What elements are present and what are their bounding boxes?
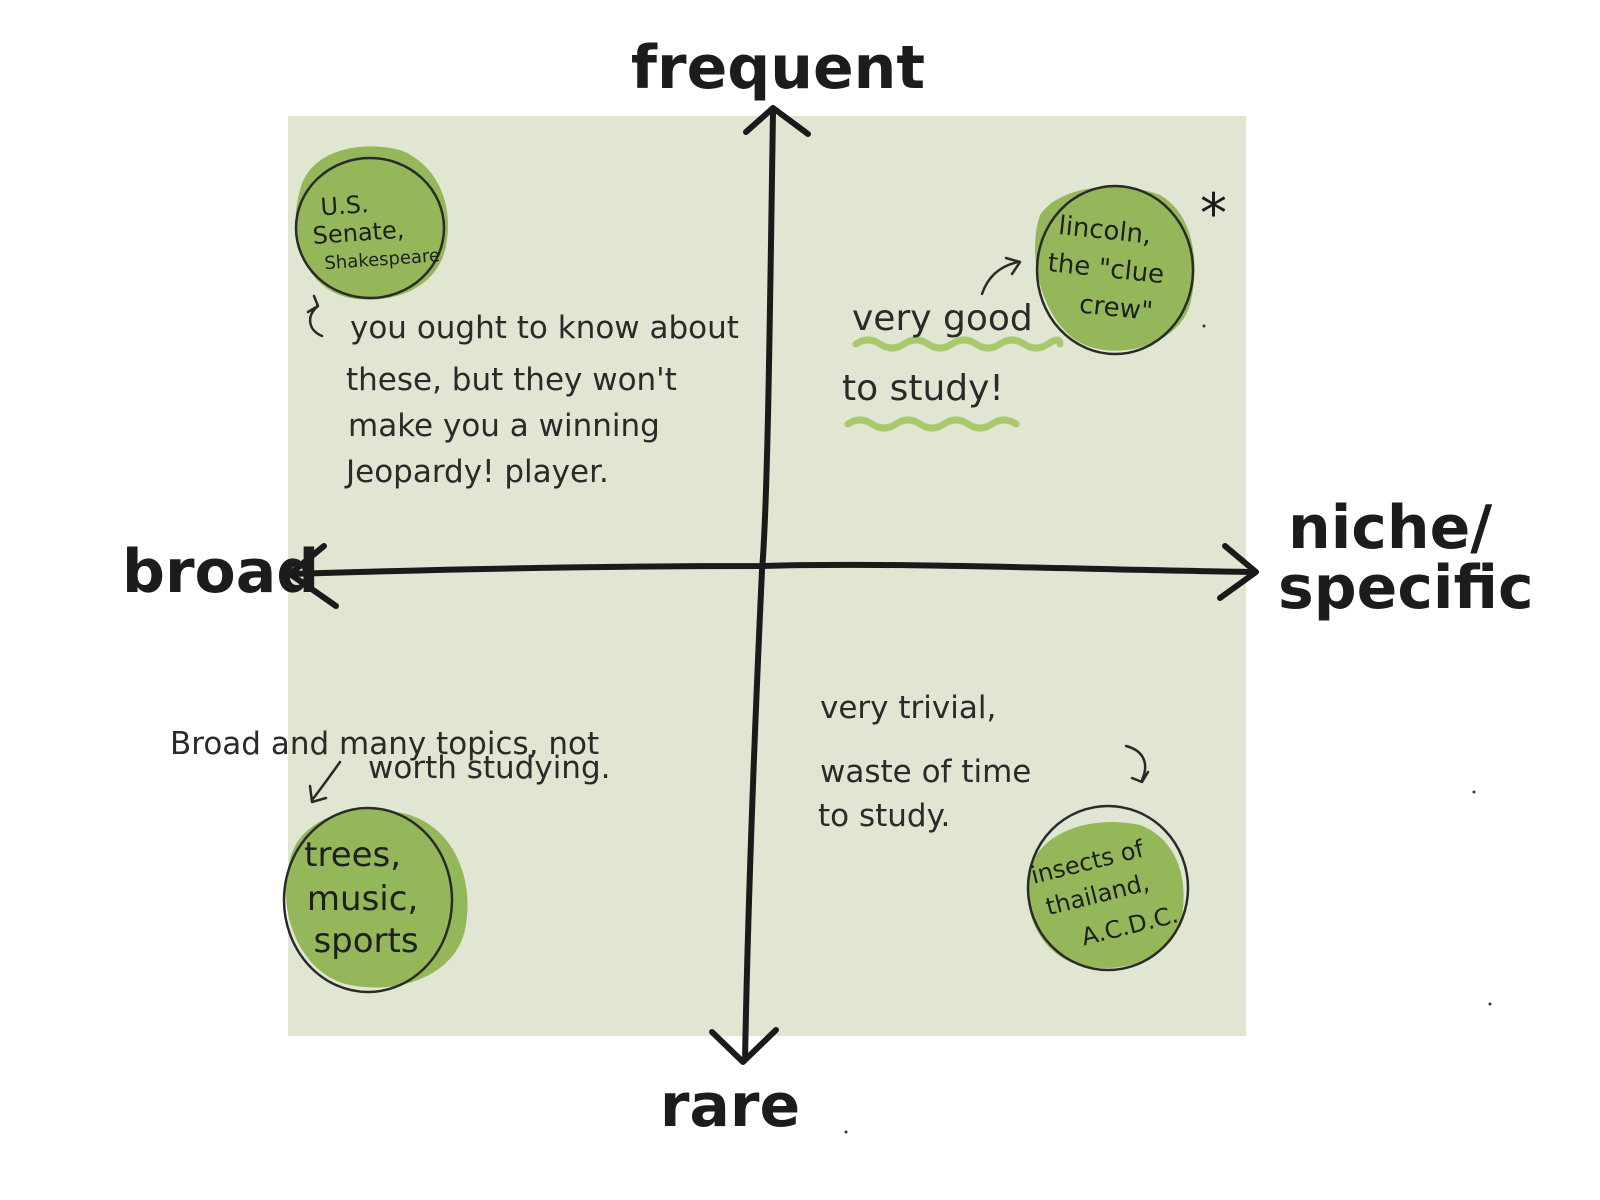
squiggle-underline-2 — [844, 416, 1020, 432]
horizontal-axis-line — [287, 561, 1258, 577]
blob-us-senate-outline — [294, 156, 446, 300]
note-top-left-line-3: make you a winning — [348, 408, 660, 444]
up-arrowhead — [743, 105, 811, 137]
blob-trees: trees, music, sports — [282, 806, 468, 994]
right-arrowhead — [1217, 543, 1259, 601]
blob-lincoln-outline — [1035, 184, 1195, 356]
note-top-left: you ought to know about these, but they … — [344, 310, 749, 490]
left-arrowhead — [287, 543, 339, 609]
svg-text:trees, music, spor: trees, music, sports — [304, 835, 429, 961]
note-top-left-line-4: Jeopardy! player. — [344, 454, 609, 490]
squiggle-underline-1 — [852, 336, 1064, 352]
note-bottom-left-line-1: Broad and many topics, not — [170, 726, 599, 762]
blob-lincoln: lincoln, the "clue crew" — [1035, 184, 1195, 356]
note-top-right: very good to study! — [842, 298, 1043, 409]
asterisk: * — [1200, 182, 1227, 245]
note-top-right-line-2: to study! — [842, 368, 1004, 409]
note-bottom-right-line-2: waste of time — [820, 754, 1031, 790]
down-arrowhead — [709, 1027, 779, 1065]
note-top-left-line-1: you ought to know about — [350, 310, 739, 346]
axis-label-broad: broad — [122, 537, 319, 607]
axis-label-niche: niche/ specific — [1278, 493, 1534, 623]
blob-trees-fill — [285, 809, 468, 988]
axis-label-frequent: frequent — [631, 33, 925, 103]
note-top-right-line-1: very good — [852, 298, 1033, 339]
note-bottom-right: very trivial, waste of time to study. — [818, 690, 1041, 834]
ink-speck — [1472, 790, 1476, 794]
blob-us-senate: U.S. Senate, Shakespeare — [294, 146, 448, 300]
horizontal-axis — [287, 543, 1259, 609]
blob-insects-fill — [1027, 822, 1184, 969]
axis-label-rare: rare — [660, 1071, 800, 1141]
blob-trees-line-3: sports — [313, 921, 418, 961]
note-bottom-right-line-3: to study. — [818, 798, 950, 834]
curved-arrow-top-left — [306, 294, 324, 338]
note-bottom-left-line-2: worth studying. — [368, 750, 611, 786]
vertical-axis — [709, 105, 811, 1065]
note-bottom-right-line-1: very trivial, — [820, 690, 996, 726]
blob-us-senate-fill — [295, 146, 448, 300]
blob-insects: insects of thailand, A.C.D.C. — [1026, 804, 1190, 972]
blob-insects-outline — [1026, 804, 1190, 972]
arrow-to-trees — [308, 760, 342, 804]
ink-speck — [1202, 324, 1206, 328]
note-top-left-line-2: these, but they won't — [346, 362, 677, 398]
blob-us-senate-line-1: U.S. — [320, 190, 370, 221]
arrow-to-insects — [1124, 744, 1150, 784]
ink-speck — [1488, 1002, 1492, 1006]
axis-label-niche-line-2: specific — [1278, 553, 1534, 623]
blob-trees-line-2: music, — [307, 879, 418, 919]
note-bottom-left: Broad and many topics, not worth studyin… — [170, 726, 611, 786]
vertical-axis-line — [742, 109, 776, 1063]
blob-us-senate-line-2: Senate, — [312, 216, 405, 250]
ink-speck — [844, 1130, 848, 1134]
arrow-to-lincoln — [980, 256, 1022, 296]
axis-label-niche-line-1: niche/ — [1288, 493, 1492, 563]
blob-trees-outline — [282, 806, 454, 994]
blob-trees-line-1: trees, — [304, 835, 401, 875]
blob-lincoln-fill — [1035, 186, 1195, 351]
